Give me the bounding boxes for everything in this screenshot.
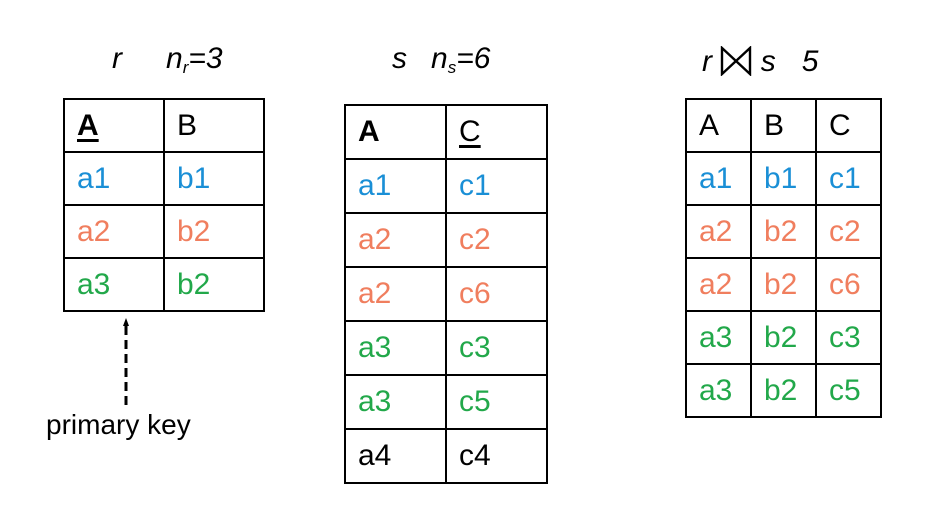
column-header: A [344,104,447,160]
table-cell: c5 [815,363,882,418]
table-cell: c3 [445,320,548,376]
table-cell: c5 [445,374,548,430]
table-cell: a4 [344,428,447,484]
table-cell: b2 [750,363,817,418]
table-cell: a3 [63,257,165,312]
caption-s-size-value: =6 [456,42,491,75]
column-header: A [63,98,165,153]
caption-r-size-value: =3 [188,42,223,75]
table-cell: a3 [344,374,447,430]
table-cell: a2 [63,204,165,259]
table-cell: a3 [685,363,752,418]
table-cell: c4 [445,428,548,484]
dashed-up-arrow-icon [123,318,129,408]
column-header: B [750,98,817,153]
caption-join-right: s [760,45,776,78]
table-cell: b1 [750,151,817,206]
table-cell: c2 [445,212,548,268]
table-cell: c1 [445,158,548,214]
table-cell: b2 [163,204,265,259]
table-cell: a1 [63,151,165,206]
caption-join-left: r [702,45,712,78]
primary-key-label: primary key [46,409,191,440]
caption-s-size-prefix: n [431,42,448,75]
table-cell: a2 [685,257,752,312]
table-cell: a2 [685,204,752,259]
table-cell: b2 [750,257,817,312]
column-header: C [815,98,882,153]
caption-r-size-sub: r [182,58,189,77]
table-cell: c1 [815,151,882,206]
caption-s-name: s [392,42,407,75]
caption-r-size-prefix: n [166,42,183,75]
column-header: A [685,98,752,153]
caption-r-name: r [112,42,122,75]
table-cell: b2 [750,310,817,365]
table-cell: b1 [163,151,265,206]
column-header: C [445,104,548,160]
table-cell: a3 [344,320,447,376]
table-cell: a1 [685,151,752,206]
table-cell: c3 [815,310,882,365]
natural-join-icon [720,45,752,80]
table-cell: b2 [750,204,817,259]
table-cell: c2 [815,204,882,259]
caption-join-count: 5 [801,45,819,78]
table-cell: a3 [685,310,752,365]
table-cell: c6 [815,257,882,312]
table-cell: b2 [163,257,265,312]
table-cell: a1 [344,158,447,214]
caption-s-size-sub: s [447,58,457,77]
column-header: B [163,98,265,153]
table-cell: a2 [344,212,447,268]
table-cell: a2 [344,266,447,322]
table-cell: c6 [445,266,548,322]
